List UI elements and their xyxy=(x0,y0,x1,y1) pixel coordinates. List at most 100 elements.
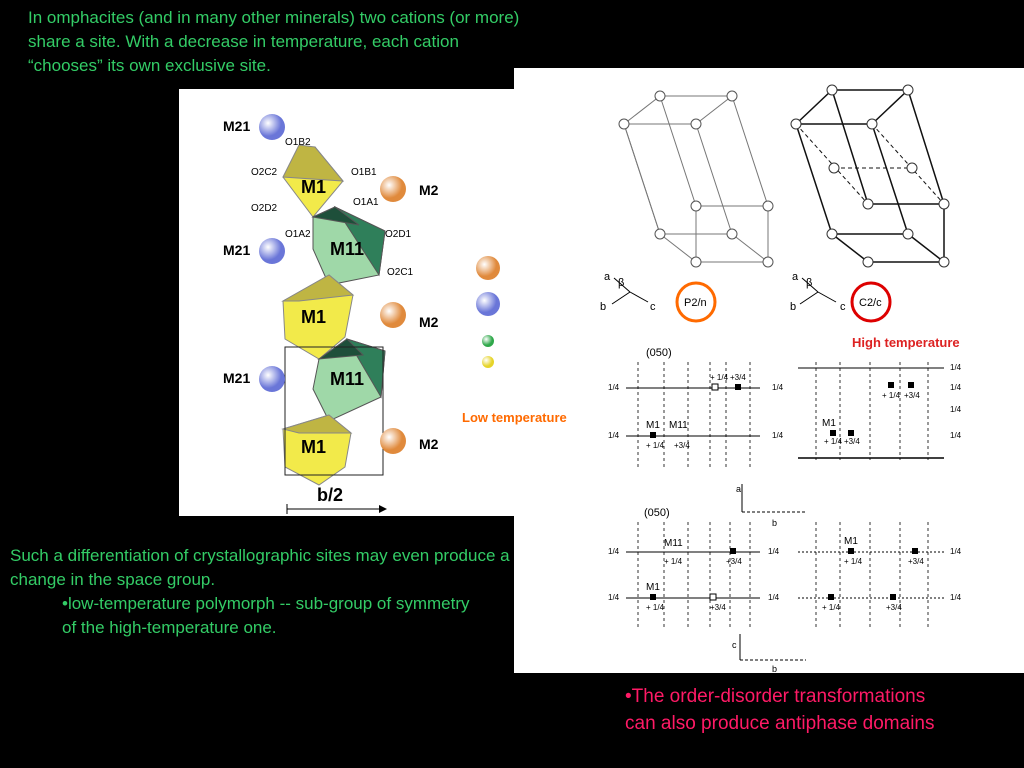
octahedron-label: M1 xyxy=(301,177,326,197)
site-label: M2 xyxy=(419,314,439,330)
quarter-label: 1/4 xyxy=(950,383,962,392)
space-group-figure: a β b c P2/n a β b c C2/c (050) xyxy=(514,68,1024,673)
unit-box xyxy=(284,346,384,476)
space-group-svg: a β b c P2/n a β b c C2/c (050) xyxy=(600,84,962,673)
plane-label: (050) xyxy=(646,347,672,359)
oxygen-label: O1B1 xyxy=(351,167,377,178)
m1-label: M1 xyxy=(844,536,858,547)
quarter-label: 1/4 xyxy=(608,431,620,440)
scale-label: b/2 xyxy=(317,485,343,505)
m21-sphere xyxy=(259,366,285,392)
quarter-label: 1/4 xyxy=(772,431,784,440)
site-marker xyxy=(848,548,854,554)
axis-c-label: c xyxy=(732,640,737,650)
site-label: M21 xyxy=(223,242,250,258)
site-label: M2 xyxy=(419,182,439,198)
site-marker xyxy=(828,594,834,600)
position-label: +3/4 xyxy=(730,373,746,382)
axis-b-label: b xyxy=(772,664,777,673)
quarter-label: 1/4 xyxy=(768,593,780,602)
legend-blue-sphere xyxy=(476,292,500,316)
position-label: +3/4 xyxy=(908,557,924,566)
m2-sphere xyxy=(380,302,406,328)
oxygen-label: O2D1 xyxy=(385,229,412,240)
projection-high-top: 1/4 1/4 1/4 1/4 M1 + 1/4 +3/4 + 1/4 +3/4 xyxy=(798,362,962,460)
projection-high-bottom: 1/4 1/4 M1 + 1/4 +3/4 + 1/4 +3/4 xyxy=(798,522,962,628)
axis-b-label: b xyxy=(600,301,606,313)
c2c-cell xyxy=(795,89,947,263)
position-label: + 1/4 xyxy=(822,603,841,612)
quarter-label: 1/4 xyxy=(608,547,620,556)
low-temperature-label: Low temperature xyxy=(462,410,567,425)
p2n-axes: a β b c xyxy=(600,271,656,313)
position-label: +3/4 xyxy=(886,603,902,612)
site-label: M21 xyxy=(223,370,250,386)
c2c-dashed xyxy=(795,123,945,235)
differentiation-text: Such a differentiation of crystallograph… xyxy=(10,546,510,589)
quarter-label: 1/4 xyxy=(950,431,962,440)
quarter-label: 1/4 xyxy=(950,547,962,556)
site-marker xyxy=(912,548,918,554)
c2c-label: C2/c xyxy=(859,297,882,309)
axis-b-label: b xyxy=(790,301,796,313)
octahedron-label: M11 xyxy=(330,239,364,259)
scale-arrowhead xyxy=(379,505,387,513)
position-label: +3/4 xyxy=(904,391,920,400)
central-axis-ab: a b xyxy=(736,484,806,528)
quarter-label: 1/4 xyxy=(772,383,784,392)
axis-b-label: b xyxy=(772,518,777,528)
legend-svg: 1/4 Ca 3/4 Na 3/4 Ca 1/4 Na Al³⁺ M11 Mg²… xyxy=(476,254,553,368)
axis-beta-label: β xyxy=(618,277,624,289)
position-label: + 1/4 xyxy=(824,437,843,446)
octahedron-m1-bottom xyxy=(281,414,353,486)
site-marker xyxy=(650,594,656,600)
m1-label: M1 xyxy=(646,582,660,593)
position-label: +3/4 xyxy=(844,437,860,446)
m11-label: M11 xyxy=(669,420,688,431)
axis-a-label: a xyxy=(736,484,741,494)
oxygen-label: O2C2 xyxy=(251,167,278,178)
oxygen-label: O1B2 xyxy=(285,137,311,148)
legend-text: 3/4 Na xyxy=(518,268,545,278)
oxygen-label: O1A2 xyxy=(285,229,311,240)
legend: 1/4 Ca 3/4 Na 3/4 Ca 1/4 Na Al³⁺ M11 Mg²… xyxy=(460,240,560,410)
position-label: +3/4 xyxy=(726,557,742,566)
vacant-marker xyxy=(711,383,719,391)
legend-green-sphere xyxy=(482,335,494,347)
site-marker xyxy=(908,382,914,388)
p2n-label: P2/n xyxy=(684,297,707,309)
high-temperature-label: High temperature xyxy=(852,335,960,350)
c2c-ring xyxy=(850,281,892,323)
axis-a-label: a xyxy=(604,271,611,283)
site-label: M2 xyxy=(419,436,439,452)
position-label: +3/4 xyxy=(674,441,690,450)
legend-text: Mg²⁺ M1 xyxy=(518,357,553,367)
octahedron-m11-top xyxy=(311,205,386,286)
oxygen-label: O2C1 xyxy=(387,267,414,278)
oxygen-label: O1A1 xyxy=(353,197,379,208)
octahedron-label: M1 xyxy=(301,307,326,327)
projection-low-bottom: (050) 1/4 1/4 1/4 1/4 M11 M1 + 1/4 +3/4 … xyxy=(608,507,780,628)
octahedra-chain-svg: M21 M2 M21 M2 M21 M2 M1 M11 M1 M11 M1 O1… xyxy=(223,114,439,514)
c2c-atoms xyxy=(790,84,950,268)
legend-text: 1/4 Ca xyxy=(518,254,545,264)
p2n-cell xyxy=(623,95,770,263)
octahedron-m11-mid xyxy=(312,338,386,422)
position-label: + 1/4 xyxy=(844,557,863,566)
axis-beta-label: β xyxy=(806,277,812,289)
m1-label: M1 xyxy=(822,418,836,429)
position-label: + 1/4 xyxy=(646,603,665,612)
c2c-axes: a β b c xyxy=(790,271,846,313)
octahedron-m1-mid xyxy=(281,274,355,360)
m21-sphere xyxy=(259,238,285,264)
legend-orange-sphere xyxy=(476,256,500,280)
m1-label: M1 xyxy=(646,420,660,431)
octahedra-chain-figure: M21 M2 M21 M2 M21 M2 M1 M11 M1 M11 M1 O1… xyxy=(179,89,514,516)
axis-a-label: a xyxy=(792,271,799,283)
axis-c-label: c xyxy=(650,301,656,313)
bullet-antiphase: •The order-disorder transformations can … xyxy=(625,686,935,734)
legend-text: 3/4 Ca xyxy=(518,290,545,300)
m11-label: M11 xyxy=(664,538,683,549)
site-label: M21 xyxy=(223,118,250,134)
site-marker xyxy=(888,382,894,388)
